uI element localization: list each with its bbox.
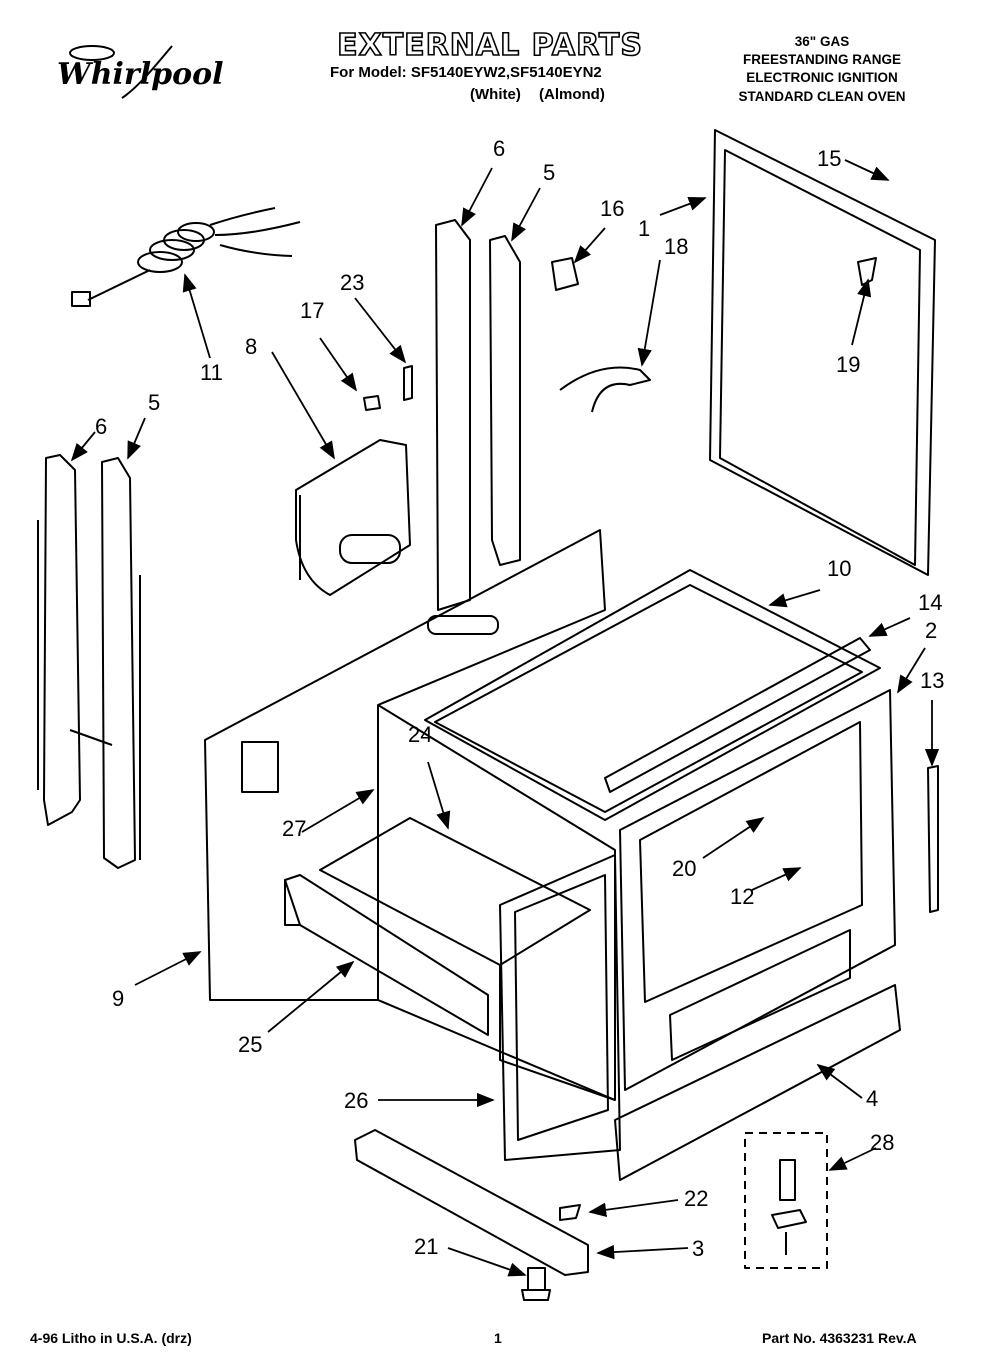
callout-2: 2 bbox=[925, 618, 938, 643]
front-frame-left bbox=[499, 854, 621, 1161]
anti-tip-bracket bbox=[771, 1159, 807, 1255]
rear-panel-part bbox=[709, 129, 936, 576]
model-numbers: For Model: SF5140EYW2,SF5140EYN2 bbox=[330, 64, 602, 81]
callout-14: 14 bbox=[918, 590, 943, 615]
color-almond: (Almond) bbox=[539, 86, 605, 103]
anti-tip-kit-box bbox=[744, 1132, 828, 1269]
part-number: Part No. 4363231 Rev.A bbox=[762, 1330, 917, 1346]
callout-27: 27 bbox=[282, 816, 307, 841]
callout-23: 23 bbox=[340, 270, 365, 295]
page-number: 1 bbox=[494, 1330, 502, 1346]
callout-15: 15 bbox=[817, 146, 842, 171]
callout-20: 20 bbox=[672, 856, 697, 881]
callout-6-left: 6 bbox=[95, 414, 108, 439]
cabinet-left-panel bbox=[204, 529, 606, 1001]
leader-lines bbox=[70, 159, 940, 1277]
side-trim-left-pair bbox=[37, 454, 141, 869]
front-frame-right bbox=[619, 689, 939, 1091]
broiler-drawer bbox=[284, 874, 489, 1036]
litho-note: 4-96 Litho in U.S.A. (drz) bbox=[30, 1330, 192, 1346]
side-trim-right-pair bbox=[435, 219, 521, 611]
callout-1: 1 bbox=[638, 216, 651, 241]
leveling-leg-part bbox=[521, 1267, 551, 1301]
callout-8: 8 bbox=[245, 334, 258, 359]
oven-cavity bbox=[319, 704, 616, 1101]
callout-12: 12 bbox=[730, 884, 755, 909]
callout-24: 24 bbox=[408, 722, 433, 747]
callout-25: 25 bbox=[238, 1032, 263, 1057]
callout-9: 9 bbox=[112, 986, 125, 1011]
cooktop-panel bbox=[424, 569, 881, 821]
callout-11: 11 bbox=[200, 360, 223, 385]
model-colors: (White) (Almond) bbox=[470, 86, 605, 103]
leg-clip-part bbox=[559, 1204, 581, 1221]
callout-17: 17 bbox=[300, 298, 325, 323]
callout-21: 21 bbox=[414, 1234, 439, 1259]
part-23-trim bbox=[403, 365, 413, 401]
callout-3: 3 bbox=[692, 1236, 705, 1261]
callout-10: 10 bbox=[827, 556, 852, 581]
color-white: (White) bbox=[470, 86, 521, 103]
callout-6-right: 6 bbox=[493, 136, 506, 161]
part-19-clip bbox=[857, 257, 877, 286]
spec-line-3: ELECTRONIC IGNITION bbox=[746, 70, 898, 85]
callout-5-left: 5 bbox=[148, 390, 161, 415]
kickplate-part bbox=[614, 984, 901, 1181]
brand-wordmark: Whirlpool bbox=[57, 57, 224, 92]
callout-22: 22 bbox=[684, 1186, 709, 1211]
spec-line-4: STANDARD CLEAN OVEN bbox=[738, 89, 906, 104]
bottom-rail-part bbox=[354, 1129, 589, 1276]
part-18-harness bbox=[559, 366, 651, 413]
power-cord-part bbox=[71, 207, 301, 307]
callout-28: 28 bbox=[870, 1130, 895, 1155]
spec-line-2: FREESTANDING RANGE bbox=[742, 52, 901, 67]
callout-4: 4 bbox=[866, 1086, 879, 1111]
vent-duct-part bbox=[295, 439, 411, 596]
callout-18: 18 bbox=[664, 234, 689, 259]
callout-16: 16 bbox=[600, 196, 625, 221]
callout-5-right: 5 bbox=[543, 160, 556, 185]
callout-19: 19 bbox=[836, 352, 861, 377]
part-17-clip bbox=[363, 395, 381, 411]
part-16-bracket bbox=[551, 257, 579, 291]
page-title: EXTERNAL PARTS bbox=[336, 27, 643, 64]
spec-line-1: 36" GAS bbox=[794, 34, 850, 49]
whirlpool-logo: Whirlpool bbox=[52, 40, 232, 100]
callout-26: 26 bbox=[344, 1088, 369, 1113]
callout-13: 13 bbox=[920, 668, 945, 693]
